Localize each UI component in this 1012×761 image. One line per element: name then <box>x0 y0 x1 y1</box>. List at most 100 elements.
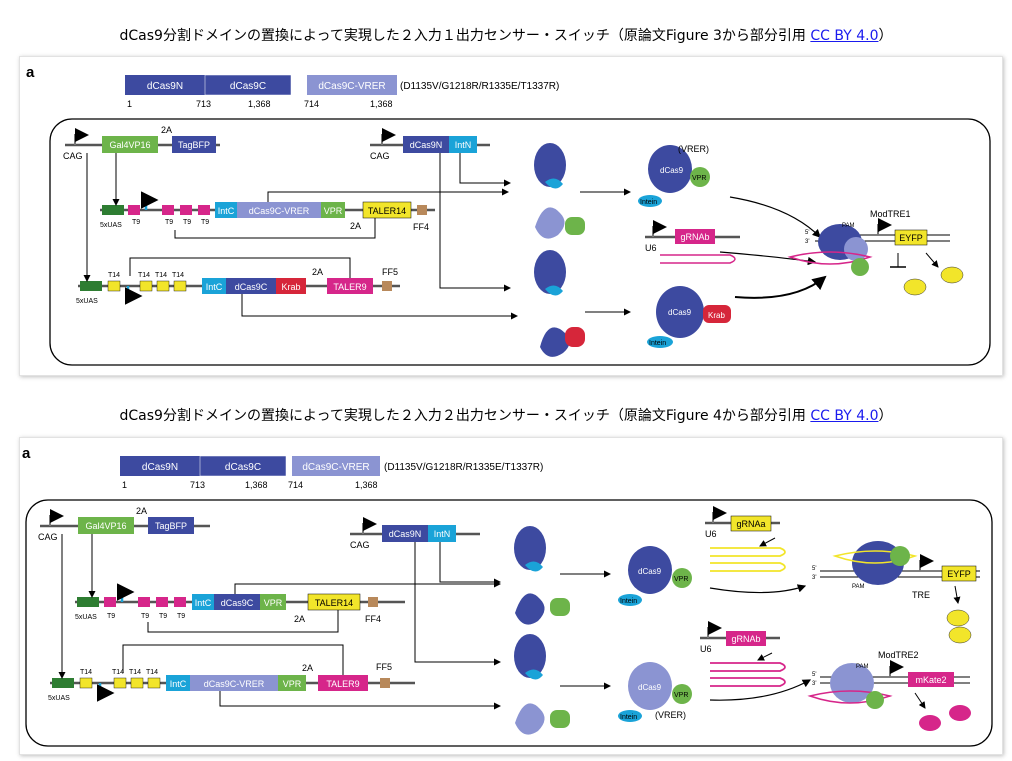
intein-label: Intein <box>620 714 637 721</box>
eyfp-protein <box>940 266 964 284</box>
tre-label: TRE <box>912 590 930 600</box>
vpr-gene <box>321 202 345 218</box>
vpr-label: VPR <box>283 679 302 689</box>
tick-1368: 1,368 <box>248 99 271 109</box>
dcas9-complex-c <box>844 237 868 261</box>
t14-site <box>147 677 161 689</box>
caption-text: dCas9分割ドメインの置換によって実現した２入力２出力センサー・スイッチ（原論… <box>119 408 811 424</box>
dcas9n-label: dCas9N <box>410 140 443 150</box>
promoter-icon <box>117 583 135 602</box>
vpr-protein <box>672 684 692 704</box>
cag-label: CAG <box>370 151 390 161</box>
vpr-protein <box>550 598 570 616</box>
dcas9-label: dCas9 <box>638 683 662 692</box>
license-link[interactable]: CC BY 4.0 <box>810 28 879 44</box>
eyfp-protein <box>903 278 927 296</box>
tick-1368: 1,368 <box>245 480 268 490</box>
krab-gene <box>276 278 306 294</box>
strand-3-label: 3' <box>812 681 816 687</box>
license-link[interactable]: CC BY 4.0 <box>810 408 879 424</box>
strand-3-label: 3' <box>812 575 816 581</box>
grnab-label: gRNAb <box>680 232 709 242</box>
intc-gene <box>166 675 190 691</box>
intn-protein <box>545 285 563 296</box>
dcas9n-protein <box>534 143 566 187</box>
figure-4-caption: dCas9分割ドメインの置換によって実現した２入力２出力センサー・スイッチ（原論… <box>0 405 1012 425</box>
vpr-gene <box>260 594 286 610</box>
tick-1368-b: 1,368 <box>370 99 393 109</box>
figure-3-panel: a dCas9N dCas9C dCas9C-VRER (D1135V/G121… <box>19 56 1003 376</box>
dcas9c-label: dCas9C <box>235 282 268 292</box>
2a-label: 2A <box>161 125 172 135</box>
eyfp-protein <box>948 626 972 644</box>
ff4-label: FF4 <box>365 614 381 624</box>
t14-label: T14 <box>80 669 92 676</box>
caption-close: ） <box>878 28 893 44</box>
t14-site <box>107 280 121 292</box>
dcas9c-vrer-protein <box>515 703 545 735</box>
tick-714: 714 <box>304 99 319 109</box>
uas-site <box>80 281 102 291</box>
intc-label: IntC <box>218 206 235 216</box>
vpr-protein <box>550 710 570 728</box>
dcas9c-domain <box>204 74 292 96</box>
t9-label: T9 <box>107 613 115 620</box>
promoter-icon <box>97 683 115 702</box>
tick-1: 1 <box>122 480 127 490</box>
u6-promoter-icon <box>712 506 727 523</box>
cag-promoter-icon <box>381 128 396 145</box>
intc-gene <box>215 202 237 218</box>
intc-label: IntC <box>170 679 187 689</box>
t9-site <box>198 205 210 215</box>
t9-site <box>104 597 116 607</box>
vpr-label: VPR <box>324 206 343 216</box>
reconstituted-dcas9 <box>648 145 692 193</box>
t14-site <box>139 280 153 292</box>
eyfp-gene <box>894 229 928 246</box>
domain-c-label: dCas9C <box>225 462 261 473</box>
t14-label: T14 <box>112 669 124 676</box>
intn-gene <box>449 136 477 153</box>
intein-protein <box>647 336 673 348</box>
t9-label: T9 <box>177 613 185 620</box>
mkate2-label: mKate2 <box>915 675 946 685</box>
vpr-label: VPR <box>674 692 688 699</box>
grnaa-label: gRNAa <box>736 519 765 529</box>
krab-protein <box>565 327 585 347</box>
cag-promoter-icon <box>362 517 377 534</box>
tagbfp-gene <box>172 136 216 153</box>
t9-label: T9 <box>165 219 173 226</box>
mkate2-protein <box>949 705 971 721</box>
reconstituted-dcas9 <box>628 546 672 594</box>
dcas9n-protein <box>514 526 546 570</box>
intc-gene <box>192 594 214 610</box>
vpr-protein <box>890 546 910 566</box>
t14-label: T14 <box>172 272 184 279</box>
strand-3-label: 3' <box>805 239 809 245</box>
intein-label: Intein <box>649 340 666 347</box>
t14-label: T14 <box>129 669 141 676</box>
reconstituted-dcas9-vrer <box>628 662 672 710</box>
caption-text: dCas9分割ドメインの置換によって実現した２入力１出力センサー・スイッチ（原論… <box>119 28 811 44</box>
uas-label: 5xUAS <box>100 222 122 229</box>
t9-site <box>162 205 174 215</box>
tick-713: 713 <box>196 99 211 109</box>
dcas9c-gene <box>226 278 276 294</box>
dcas9c-vrer-gene <box>237 202 321 218</box>
vpr-protein <box>672 568 692 588</box>
grna-strand <box>710 562 786 572</box>
t14-site <box>130 677 144 689</box>
intein-protein <box>638 195 662 207</box>
u6-promoter-icon <box>652 220 667 237</box>
grnab-gene <box>726 631 766 646</box>
uas-site <box>102 205 124 215</box>
intc-label: IntC <box>206 282 223 292</box>
grna-strand <box>660 254 736 264</box>
domain-c-label: dCas9C <box>230 81 266 92</box>
dcas9c-domain <box>199 455 287 477</box>
t9-label: T9 <box>141 613 149 620</box>
cag-promoter-icon <box>49 509 64 526</box>
domain-n-label: dCas9N <box>142 462 178 473</box>
t14-site <box>113 677 127 689</box>
vpr-label: VPR <box>264 598 283 608</box>
